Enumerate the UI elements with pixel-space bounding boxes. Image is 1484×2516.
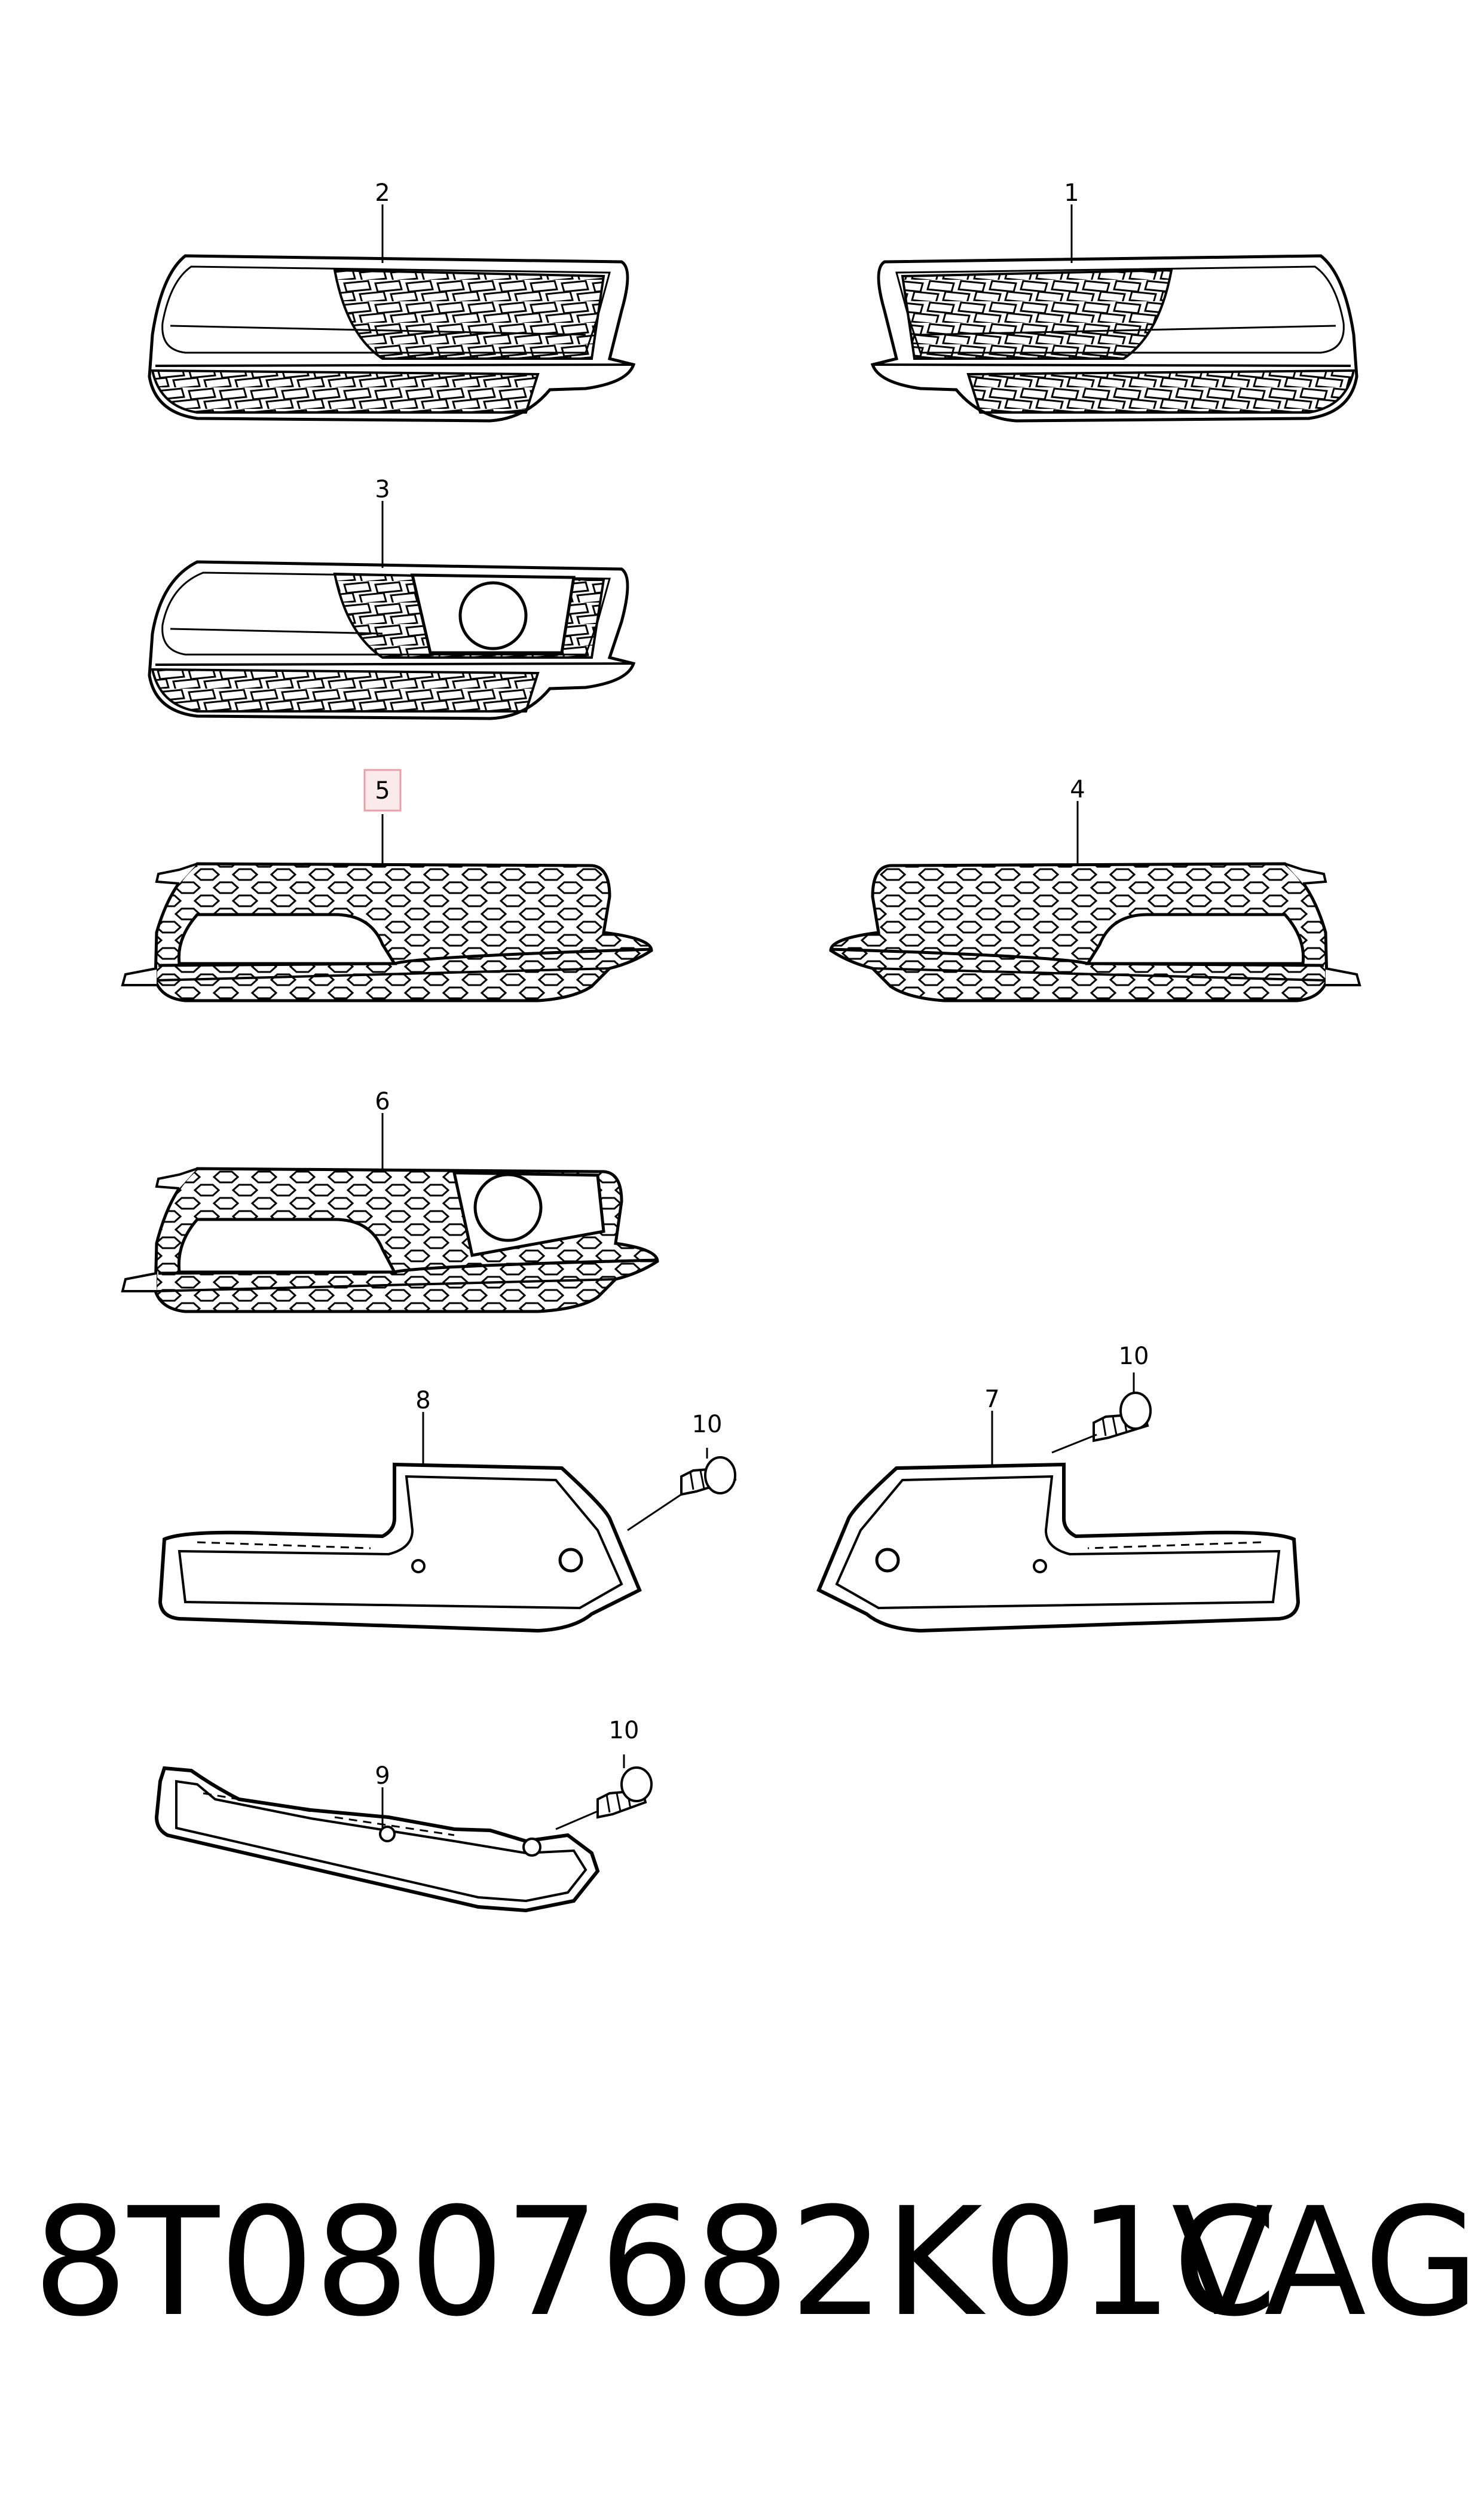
label-part-3: 3 [375, 476, 390, 503]
label-part-6: 6 [375, 1088, 390, 1115]
label-part-10c: 10 [609, 1717, 640, 1744]
label-part-8: 8 [415, 1387, 430, 1414]
label-part-10b: 10 [1119, 1343, 1149, 1370]
part-number: 8T0807682K01C [33, 2175, 1277, 2349]
grille-part-3 [148, 560, 636, 720]
leader-lines [381, 204, 1135, 1829]
label-part-10a: 10 [692, 1411, 723, 1438]
screw-part-10b [1051, 1392, 1152, 1454]
label-part-5: 5 [375, 777, 390, 805]
grille-part-5 [121, 862, 653, 1002]
label-part-2: 2 [375, 179, 390, 207]
screw-part-10a [627, 1456, 737, 1531]
label-part-4: 4 [1070, 776, 1085, 803]
label-part-9: 9 [375, 1762, 390, 1790]
screw-part-10c [555, 1766, 653, 1830]
highlight-box-part-5 [363, 769, 402, 812]
label-part-1: 1 [1064, 179, 1079, 207]
grille-part-2 [148, 254, 636, 423]
bracket-part-7 [816, 1462, 1301, 1633]
grille-part-1 [870, 254, 1358, 423]
brand-name: VAG [1171, 2175, 1480, 2349]
grille-part-4 [829, 862, 1361, 1002]
bracket-part-8 [158, 1462, 642, 1633]
label-part-7: 7 [984, 1386, 999, 1413]
trim-part-9 [154, 1766, 600, 1913]
grille-part-6 [121, 1167, 659, 1313]
